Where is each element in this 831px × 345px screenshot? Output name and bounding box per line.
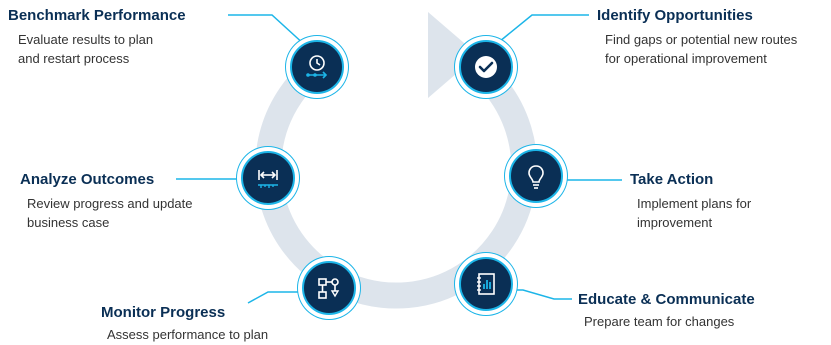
node-identify (455, 36, 517, 98)
leader-line-identify (493, 14, 589, 47)
step-description-line: and restart process (18, 51, 130, 66)
cycle-arrow-head (428, 12, 478, 98)
step-description: Review progress and update business case (27, 194, 193, 232)
step-description-line: Review progress and update (27, 196, 193, 211)
step-benchmark: Benchmark Performance Evaluate results t… (8, 7, 186, 68)
node-monitor (298, 257, 360, 319)
step-title: Identify Opportunities (597, 7, 753, 24)
step-identify: Identify Opportunities Find gaps or pote… (597, 7, 797, 68)
leader-line-monitor (247, 291, 300, 304)
step-description-line: improvement (637, 215, 713, 230)
step-title: Take Action (630, 171, 714, 188)
step-title: Educate & Communicate (578, 291, 755, 308)
step-description: Prepare team for changes (584, 312, 755, 331)
notebook-chart-icon (477, 273, 495, 295)
clock-timeline-icon (306, 55, 328, 79)
step-monitor: Monitor Progress Assess performance to p… (101, 304, 268, 344)
step-analyze: Analyze Outcomes Review progress and upd… (20, 171, 193, 232)
step-title: Monitor Progress (101, 304, 226, 321)
measure-width-icon (258, 170, 278, 188)
node-benchmark (286, 36, 348, 98)
step-description: Find gaps or potential new routes for op… (605, 30, 797, 68)
step-description: Implement plans for improvement (637, 194, 751, 232)
step-description-line: Implement plans for (637, 196, 752, 211)
node-analyze (237, 147, 299, 209)
step-description-line: Evaluate results to plan (18, 32, 154, 47)
step-description: Evaluate results to plan and restart pro… (18, 30, 186, 68)
checkmark-icon (475, 56, 497, 78)
step-description-line: business case (27, 215, 110, 230)
step-description-line: Prepare team for changes (584, 314, 735, 329)
step-description-line: Assess performance to plan (107, 327, 269, 342)
step-action: Take Action Implement plans for improvem… (630, 171, 751, 232)
node-action (505, 145, 567, 207)
step-title: Analyze Outcomes (20, 171, 155, 188)
step-educate: Educate & Communicate Prepare team for c… (578, 291, 755, 331)
step-description-line: for operational improvement (605, 51, 767, 66)
lightbulb-icon (528, 165, 544, 189)
cycle-ring-arc (255, 35, 538, 309)
leader-line-benchmark (228, 14, 307, 47)
step-description: Assess performance to plan (107, 325, 268, 344)
node-educate (455, 253, 517, 315)
step-description-line: Find gaps or potential new routes (605, 32, 798, 47)
step-title: Benchmark Performance (8, 7, 186, 24)
flowchart-icon (318, 278, 340, 299)
